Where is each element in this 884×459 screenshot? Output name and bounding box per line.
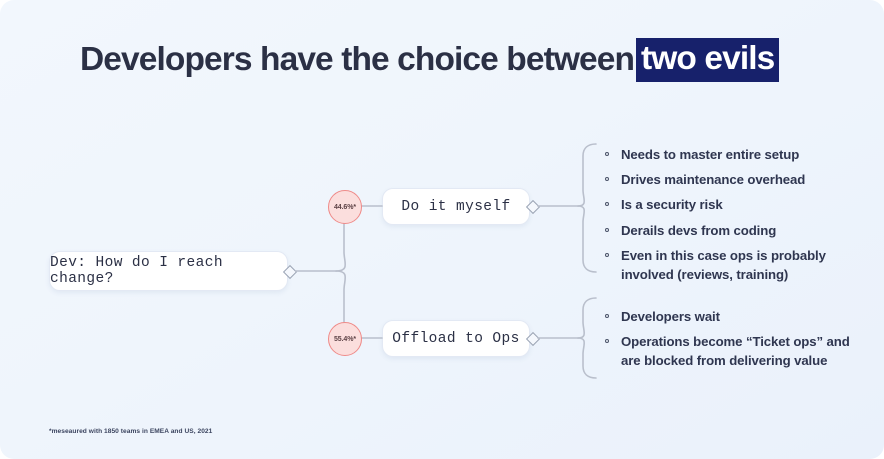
node-do-it-myself-label: Do it myself [401,198,511,215]
list-item: Needs to master entire setup [604,146,852,165]
title-highlight-text: two evils [636,38,780,82]
list-item: Drives maintenance overhead [604,171,852,190]
node-offload-to-ops[interactable]: Offload to Ops [382,320,530,357]
node-offload-to-ops-label: Offload to Ops [392,330,520,347]
node-do-it-myself[interactable]: Do it myself [382,188,530,225]
list-item: Operations become “Ticket ops” and are b… [604,333,852,370]
badge-ops-label: 55.4%* [334,335,356,343]
badge-percentage-do-it-myself: 44.6%* [328,190,362,224]
page-title: Developers have the choice between two e… [80,36,840,84]
node-root[interactable]: Dev: How do I reach change? [49,251,288,291]
badge-diy-label: 44.6%* [334,203,356,211]
list-item: Even in this case ops is probably involv… [604,247,852,284]
list-item: Derails devs from coding [604,222,852,241]
bullet-list-offload-to-ops: Developers wait Operations become “Ticke… [604,308,852,377]
node-root-label: Dev: How do I reach change? [50,255,223,287]
footnote: *meseaured with 1850 teams in EMEA and U… [49,428,213,435]
list-item: Developers wait [604,308,852,327]
badge-percentage-offload-to-ops: 55.4%* [328,322,362,356]
bullet-list-do-it-myself: Needs to master entire setup Drives main… [604,146,852,291]
list-item: Is a security risk [604,196,852,215]
title-plain-text: Developers have the choice between [80,41,635,79]
